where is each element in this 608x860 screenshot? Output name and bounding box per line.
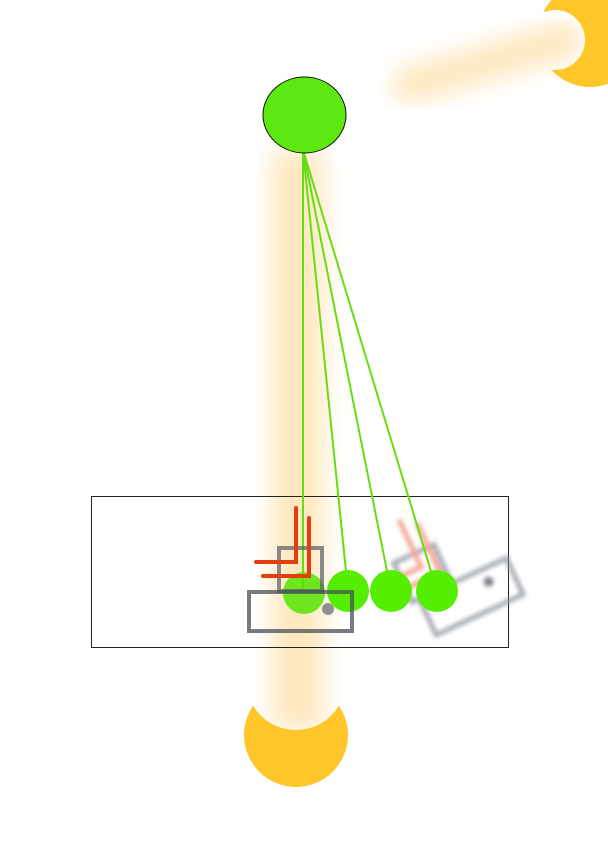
pendulum-strings (302, 149, 438, 592)
pivot-ball[interactable] (262, 76, 347, 154)
light-beam-vertical (272, 150, 324, 730)
ball-4[interactable] (416, 570, 458, 612)
light-beam-diagonal (392, 22, 583, 103)
string-2 (302, 149, 349, 592)
frame-box (91, 496, 509, 648)
sun-crescent-bottom (244, 683, 348, 787)
ghost-block-group (390, 519, 527, 639)
marker-l-1 (254, 506, 298, 564)
string-3 (302, 149, 392, 592)
large-block[interactable] (247, 590, 354, 633)
marker-l-2 (261, 516, 311, 578)
block-dot (322, 603, 334, 615)
string-4 (302, 149, 438, 592)
ghost-large-block (415, 554, 527, 639)
sun-crescent-top-right (538, 0, 608, 87)
ball-3[interactable] (370, 570, 412, 612)
ghost-dot (483, 576, 494, 587)
